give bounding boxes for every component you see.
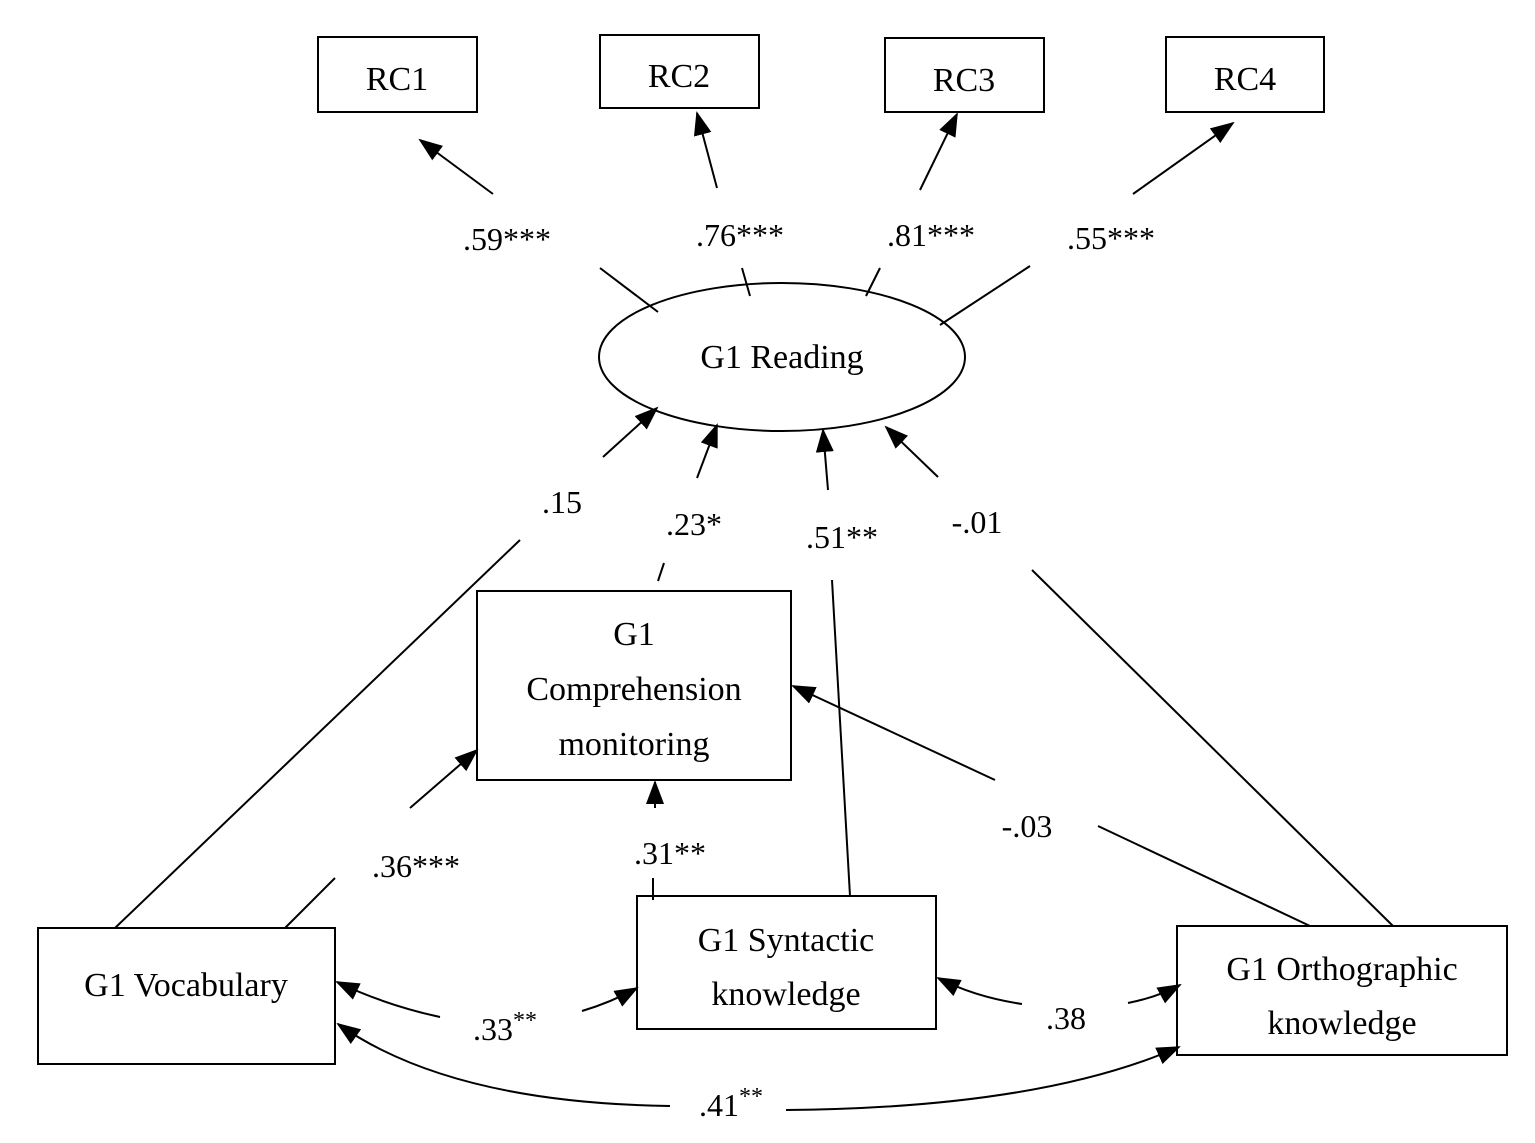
node-rc4: RC4 [1165,36,1325,113]
path-syntactic-to-reading [815,428,851,897]
rc2-label: RC2 [648,58,710,95]
corr-syntactic-orthographic: .38 [1046,1000,1086,1036]
node-reading: G1 Reading [598,282,966,432]
loading-path-rc1 [418,138,659,313]
rc1-label: RC1 [366,61,428,98]
path-orthographic-to-reading [884,425,1394,927]
rc4-label: RC4 [1214,61,1276,98]
path-orthographic-to-comprehension [791,685,1311,927]
node-rc3: RC3 [884,37,1045,113]
correlation-vocabulary-syntactic [335,981,639,1018]
path-vocabulary-to-comprehension [284,748,479,929]
rc3-label: RC3 [933,62,995,99]
orthographic-label-line-2: knowledge [1267,1005,1416,1042]
coef-orthographic-reading: -.01 [952,504,1003,540]
node-vocabulary: G1 Vocabulary [37,927,336,1065]
coef-loading-rc4: .55*** [1067,220,1155,256]
syntactic-label-line-1: G1 Syntactic [698,922,875,959]
coef-orthographic-comprehension: -.03 [1002,808,1053,844]
correlation-vocabulary-orthographic [336,1022,1181,1111]
corr-vocabulary-syntactic: .33** [473,1008,537,1047]
node-rc2: RC2 [599,34,760,109]
node-comprehension-monitoring: G1 Comprehension monitoring [476,590,792,781]
path-syntactic-to-comprehension [646,780,664,900]
corr-vocabulary-orthographic: .41** [699,1084,763,1123]
loading-path-rc3 [865,112,958,297]
reading-label: G1 Reading [700,339,863,376]
coef-loading-rc2: .76*** [696,217,784,253]
node-syntactic-knowledge: G1 Syntactic knowledge [636,895,937,1030]
loading-path-rc4 [939,121,1235,326]
node-rc1: RC1 [317,36,478,113]
path-comprehension-to-reading [657,423,718,582]
comprehension-label-line-2: Comprehension [526,671,741,708]
loading-path-rc2 [693,111,751,297]
node-orthographic-knowledge: G1 Orthographic knowledge [1176,925,1508,1056]
coef-vocabulary-reading: .15 [542,484,582,520]
coef-comprehension-reading: .23* [666,506,722,542]
comprehension-label-line-1: G1 [613,616,655,653]
path-vocabulary-to-reading [114,406,659,929]
orthographic-label-line-1: G1 Orthographic [1226,951,1457,988]
correlation-syntactic-orthographic [936,977,1182,1005]
syntactic-label-line-2: knowledge [711,976,860,1013]
vocabulary-label: G1 Vocabulary [84,967,288,1004]
coef-vocabulary-comprehension: .36*** [372,848,460,884]
coef-loading-rc3: .81*** [887,217,975,253]
comprehension-label-line-3: monitoring [558,726,709,763]
coef-syntactic-comprehension: .31** [634,835,706,871]
coef-syntactic-reading: .51** [806,519,878,555]
coef-loading-rc1: .59*** [463,221,551,257]
